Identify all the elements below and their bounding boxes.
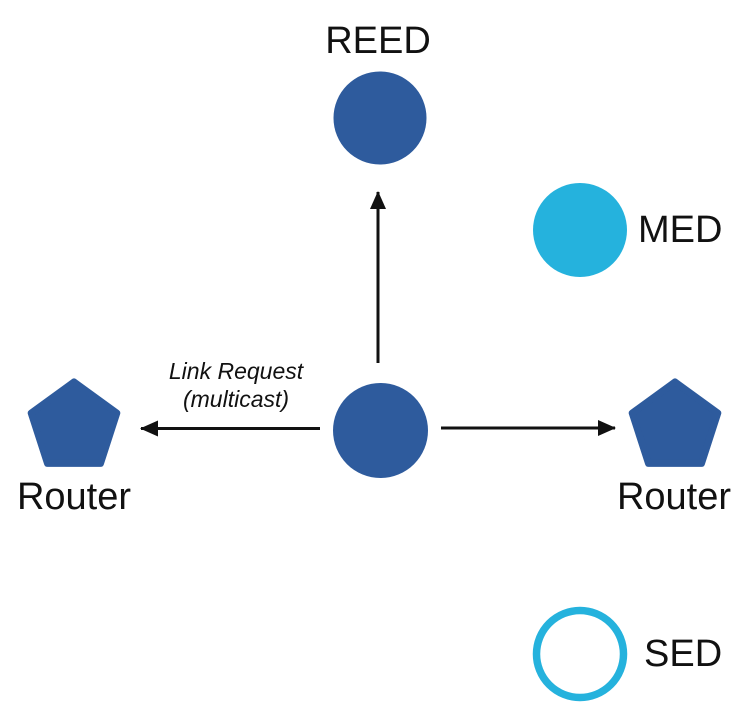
med-node-circle [533, 183, 627, 277]
link-request-annotation-line1: Link Request [168, 358, 304, 384]
sed-node-circle-outline [532, 606, 628, 702]
joining-node-circle [333, 383, 428, 478]
reed-node-circle [333, 71, 427, 165]
router-right-node-label: Router [616, 476, 732, 518]
link-request-annotation-line2: (multicast) [182, 386, 290, 412]
router-left-node-pentagon [27, 378, 121, 467]
med-node-label: MED [638, 209, 723, 251]
router-left-node-label: Router [16, 476, 132, 518]
link-request-annotation: Link Request (multicast) [136, 357, 336, 413]
sed-node-label: SED [644, 633, 723, 675]
reed-node-label: REED [325, 20, 431, 62]
router-right-node-pentagon [628, 378, 722, 467]
